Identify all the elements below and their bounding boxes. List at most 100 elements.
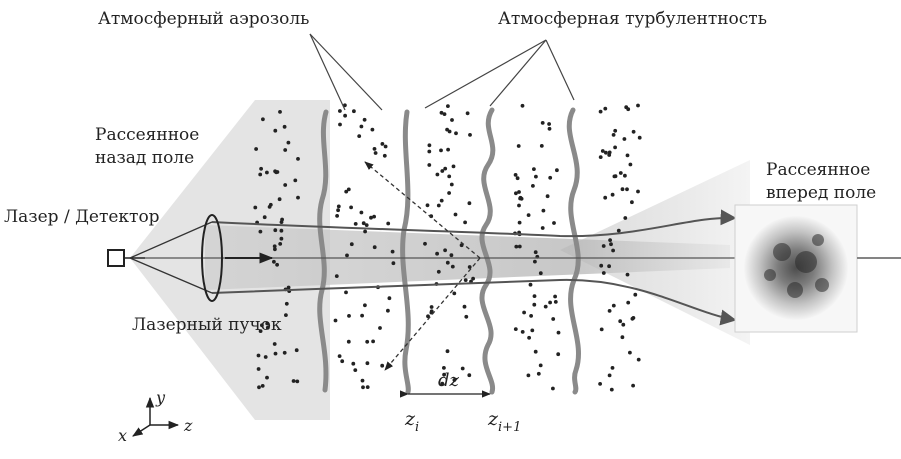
aerosol-particle <box>344 189 349 194</box>
aerosol-particle <box>540 121 545 125</box>
aerosol-particle <box>442 372 446 377</box>
aerosol-particle <box>442 112 447 116</box>
aerosol-particle <box>626 107 631 112</box>
aerosol-particle <box>372 147 377 151</box>
beam-upper-edge <box>211 209 737 238</box>
aerosol-particle <box>465 111 470 116</box>
aerosol-particle <box>601 244 606 248</box>
aerosol-particle <box>382 153 387 158</box>
aerosol-particle <box>273 228 278 233</box>
aerosol-particle <box>343 113 347 118</box>
aerosol-particle <box>612 174 617 179</box>
aerosol-particle <box>514 191 518 196</box>
aerosol-particles <box>253 103 642 392</box>
aerosol-particle <box>533 250 538 255</box>
aerosol-particle <box>599 327 604 332</box>
laser-source-icon <box>107 249 125 267</box>
aerosol-particle <box>536 371 541 376</box>
aerosol-particle <box>636 189 640 194</box>
aerosol-particle <box>545 194 550 199</box>
aerosol-particle <box>262 215 267 220</box>
aerosol-particle <box>445 349 450 354</box>
aerosol-particle <box>370 127 375 132</box>
dz-label: dz <box>438 370 460 391</box>
aerosol-particle <box>344 290 348 295</box>
aerosol-particle <box>386 308 390 313</box>
aerosol-particle <box>335 214 339 218</box>
aerosol-particle <box>256 367 261 371</box>
aerosol-particle <box>468 133 472 137</box>
aerosol-particle <box>361 385 365 390</box>
axis-x-label: x <box>118 426 127 445</box>
aerosol-particle <box>611 303 616 308</box>
aerosol-particle <box>553 300 558 304</box>
forward-label-2: вперед поле <box>766 183 876 203</box>
aerosol-particle <box>283 183 288 187</box>
aerosol-particle <box>607 373 612 378</box>
aerosol-particle <box>294 348 299 353</box>
aerosol-particle <box>265 321 270 326</box>
aerosol-particle <box>261 117 265 122</box>
aerosol-particle <box>517 190 521 194</box>
aerosol-particle <box>533 259 537 264</box>
aerosol-particle <box>337 354 342 358</box>
aerosol-particle <box>623 216 628 220</box>
aerosol-particle <box>291 379 296 383</box>
aerosol-particle <box>259 166 263 171</box>
aerosol-particle <box>609 242 613 247</box>
aerosol-particle <box>598 155 603 160</box>
aerosol-particle <box>373 151 378 155</box>
aerosol-particle <box>532 302 537 307</box>
aerosol-particle <box>532 167 536 172</box>
aerosol-particle <box>628 162 633 167</box>
aerosol-particle <box>513 327 518 331</box>
aerosol-particle <box>440 381 445 386</box>
turbulence-label: Атмосферная турбулентность <box>498 9 767 29</box>
laser-detector-label: Лазер / Детектор <box>4 207 160 227</box>
forward-label-1: Рассеянное <box>766 160 870 180</box>
aerosol-particle <box>636 103 640 108</box>
aerosol-particle <box>390 249 395 254</box>
aerosol-particle <box>436 203 441 208</box>
aerosol-particle <box>621 322 626 327</box>
aerosol-particle <box>283 148 288 152</box>
aerosol-particle <box>607 264 611 269</box>
aerosol-particle <box>520 330 525 334</box>
aerosol-particle <box>336 204 341 209</box>
aerosol-particle <box>284 313 288 317</box>
aerosol-particle <box>556 352 561 357</box>
aerosol-particle <box>286 140 291 145</box>
aerosol-particle <box>636 357 641 362</box>
aerosol-particle <box>449 253 454 258</box>
aerosol-particle <box>257 385 261 390</box>
aerosol-particle <box>603 106 608 111</box>
aerosol-particle <box>603 195 608 200</box>
aerosol-particle <box>556 330 561 335</box>
aerosol-particle <box>371 339 375 344</box>
aerosol-particle <box>526 373 531 378</box>
aerosol-particle <box>265 170 269 175</box>
aerosol-particle <box>548 300 552 305</box>
aerosol-particle <box>425 203 430 208</box>
aerosol-particle <box>611 248 615 253</box>
aerosol-particle <box>439 110 444 115</box>
aerosol-particle <box>452 378 457 382</box>
aerosol-particle <box>532 294 537 298</box>
aerosol-particle <box>631 383 635 388</box>
beam-lower-edge <box>211 278 737 326</box>
aerosol-particle <box>447 129 452 134</box>
aerosol-particle <box>364 223 369 228</box>
aerosol-particle <box>338 122 342 127</box>
aerosol-particle <box>467 265 472 269</box>
aerosol-particle <box>551 317 556 321</box>
speckle-pattern <box>744 216 848 320</box>
aerosol-particle <box>334 274 339 278</box>
aerosol-particle <box>279 228 284 233</box>
aerosol-particle <box>346 187 351 192</box>
aerosol-particle <box>599 263 604 268</box>
aerosol-particle <box>253 205 258 210</box>
aerosol-particle <box>610 192 615 197</box>
aerosol-particle <box>380 363 385 368</box>
aerosol-particle <box>460 366 465 371</box>
